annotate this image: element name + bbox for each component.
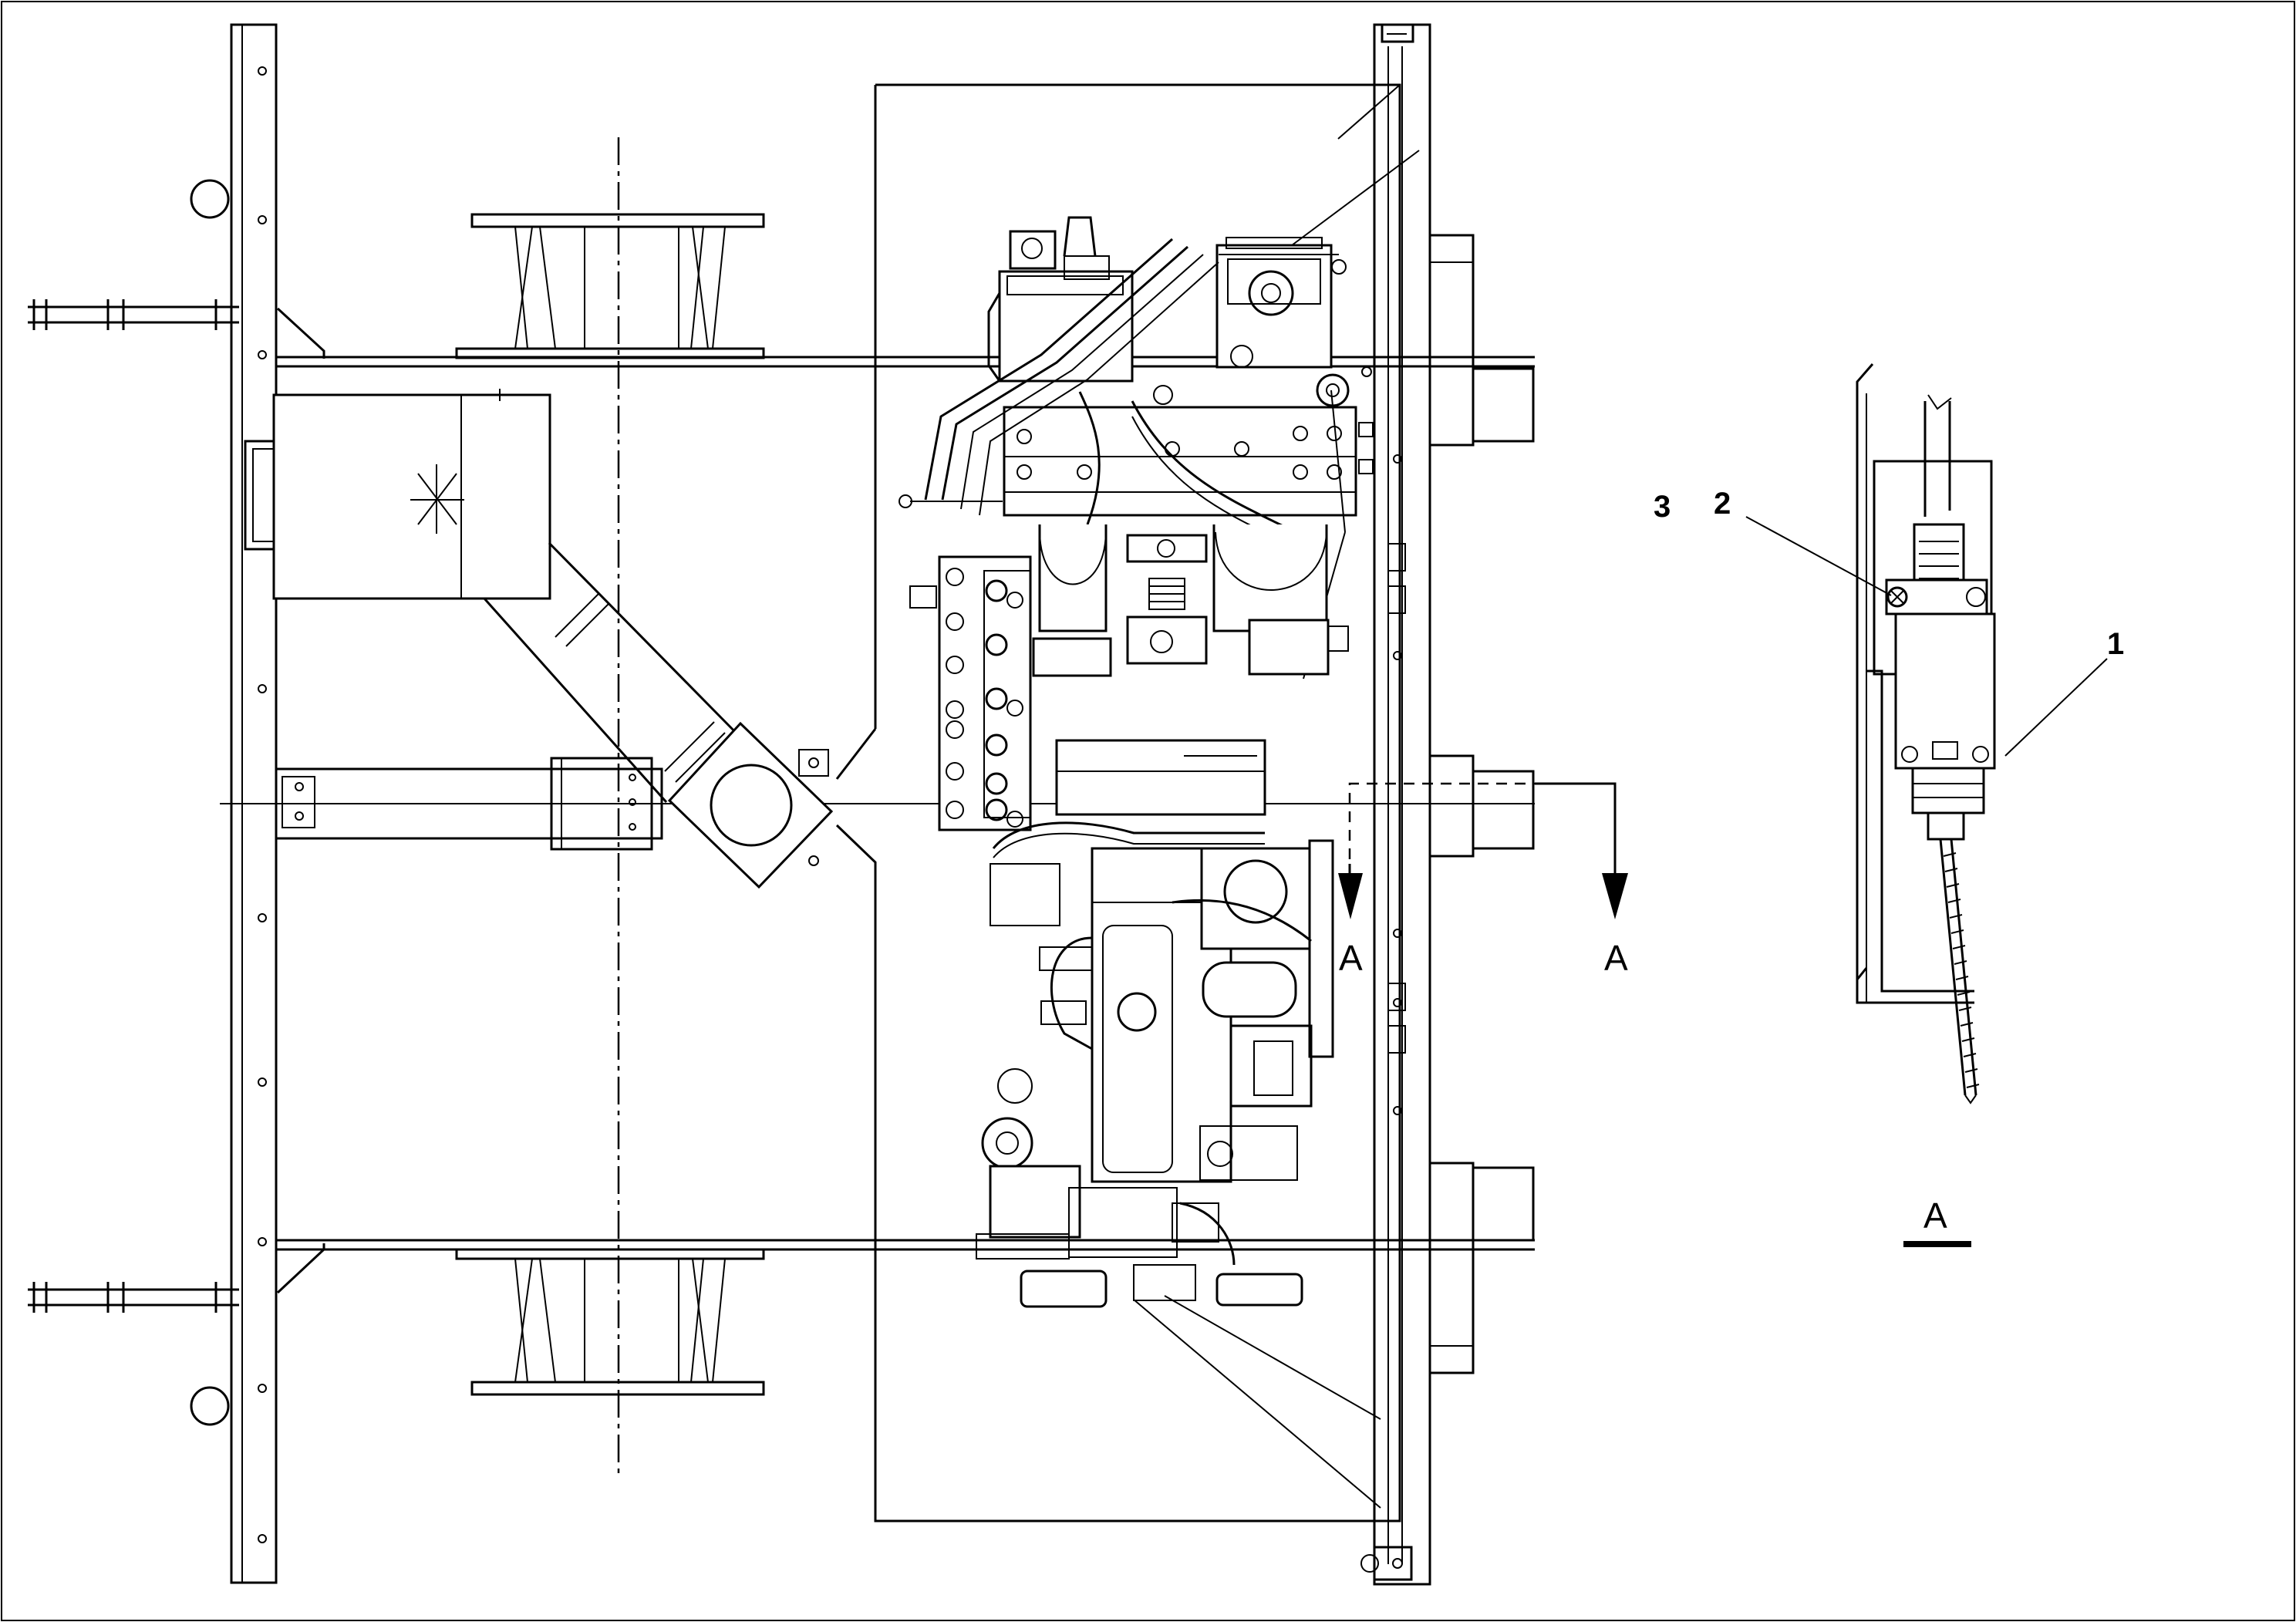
engine-mount-plate xyxy=(835,83,1420,1523)
left-bolt-bottom xyxy=(28,1243,325,1313)
intake-duct xyxy=(483,541,834,889)
upper-axle-support xyxy=(455,213,765,359)
section-arrow-left xyxy=(1338,873,1363,919)
tank xyxy=(244,389,551,600)
hydraulic-pump-assembly xyxy=(899,216,1374,679)
callout-3: 3 xyxy=(1654,490,1671,524)
callout-1: 1 xyxy=(2107,627,2124,661)
detail-view-label: A xyxy=(1923,1195,1947,1236)
engine xyxy=(976,739,1334,1308)
filters xyxy=(1032,524,1349,677)
screw-icon xyxy=(1886,586,1908,608)
control-valve-block xyxy=(909,555,1032,831)
left-bolt-top xyxy=(28,299,325,359)
section-marker-right: A xyxy=(1604,938,1628,978)
detail-view-a xyxy=(1856,363,1996,1104)
callout-2: 2 xyxy=(1714,487,1731,521)
leader-1 xyxy=(2004,658,2108,757)
right-wheel-blocks xyxy=(1428,234,1535,1374)
section-marker-left: A xyxy=(1339,938,1363,978)
section-cut-line xyxy=(1338,782,1628,919)
lower-axle-support xyxy=(455,1248,765,1396)
leader-2 xyxy=(1745,516,1892,596)
section-arrow-right xyxy=(1602,873,1628,919)
